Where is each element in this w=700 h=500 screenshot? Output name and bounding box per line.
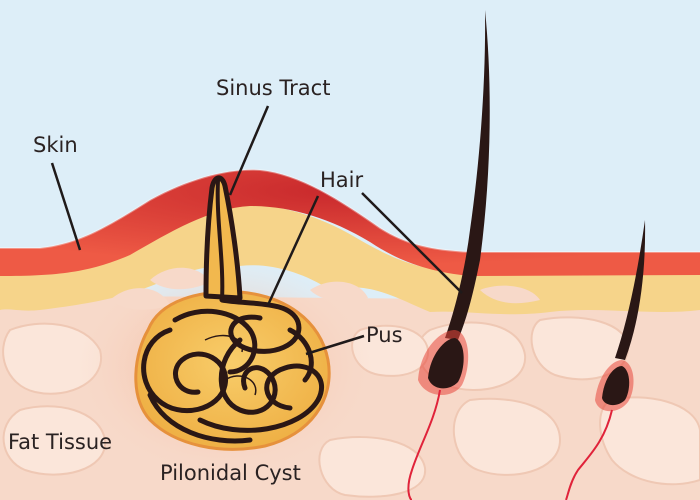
label-hair: Hair [320,168,364,192]
label-sinus-tract: Sinus Tract [216,76,331,100]
thin-hairs [204,334,257,396]
label-pus: Pus [366,323,403,347]
leader-hair-outer [361,192,463,294]
leader-lines [50,105,463,356]
skin-layer [0,169,700,276]
leader-hair-inner [266,195,320,306]
dermis-lumps [110,267,540,310]
label-pilonidal-cyst: Pilonidal Cyst [160,461,301,485]
leader-sinus-tract [228,105,270,196]
sinus-tract-hair [215,179,225,301]
dermis-layer [0,205,700,315]
label-fat-tissue: Fat Tissue [8,430,113,454]
hair-follicle-small [565,220,646,500]
leader-pus [305,334,365,356]
skin-surface-line [0,168,700,253]
hair-follicle-large [407,10,490,500]
sinus-tract [203,175,243,301]
leader-skin [50,162,82,251]
label-skin: Skin [33,133,78,157]
